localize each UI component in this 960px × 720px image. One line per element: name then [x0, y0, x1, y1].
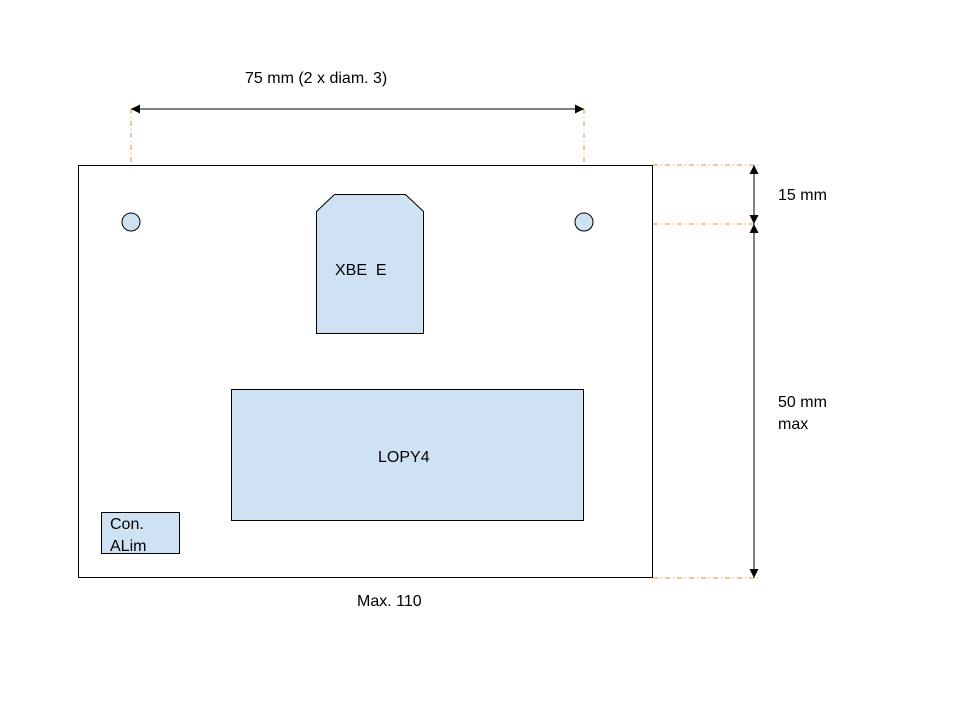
connector-label-line1: Con. — [110, 516, 144, 533]
top-offset-label: 15 mm — [778, 187, 827, 204]
hole-spacing-label: 75 mm (2 x diam. 3) — [245, 70, 387, 87]
mounting-hole-left — [121, 212, 141, 232]
height-label-line2: max — [778, 416, 808, 433]
lopy-module — [231, 389, 584, 521]
lopy-label: LOPY4 — [378, 449, 430, 466]
width-max-label: Max. 110 — [357, 593, 422, 610]
xbee-module — [316, 194, 424, 334]
power-connector — [101, 512, 180, 554]
height-label-line1: 50 mm — [778, 394, 827, 411]
connector-label-line2: ALim — [110, 538, 146, 555]
xbee-label: XBE E — [335, 262, 387, 279]
mounting-hole-right — [574, 212, 594, 232]
